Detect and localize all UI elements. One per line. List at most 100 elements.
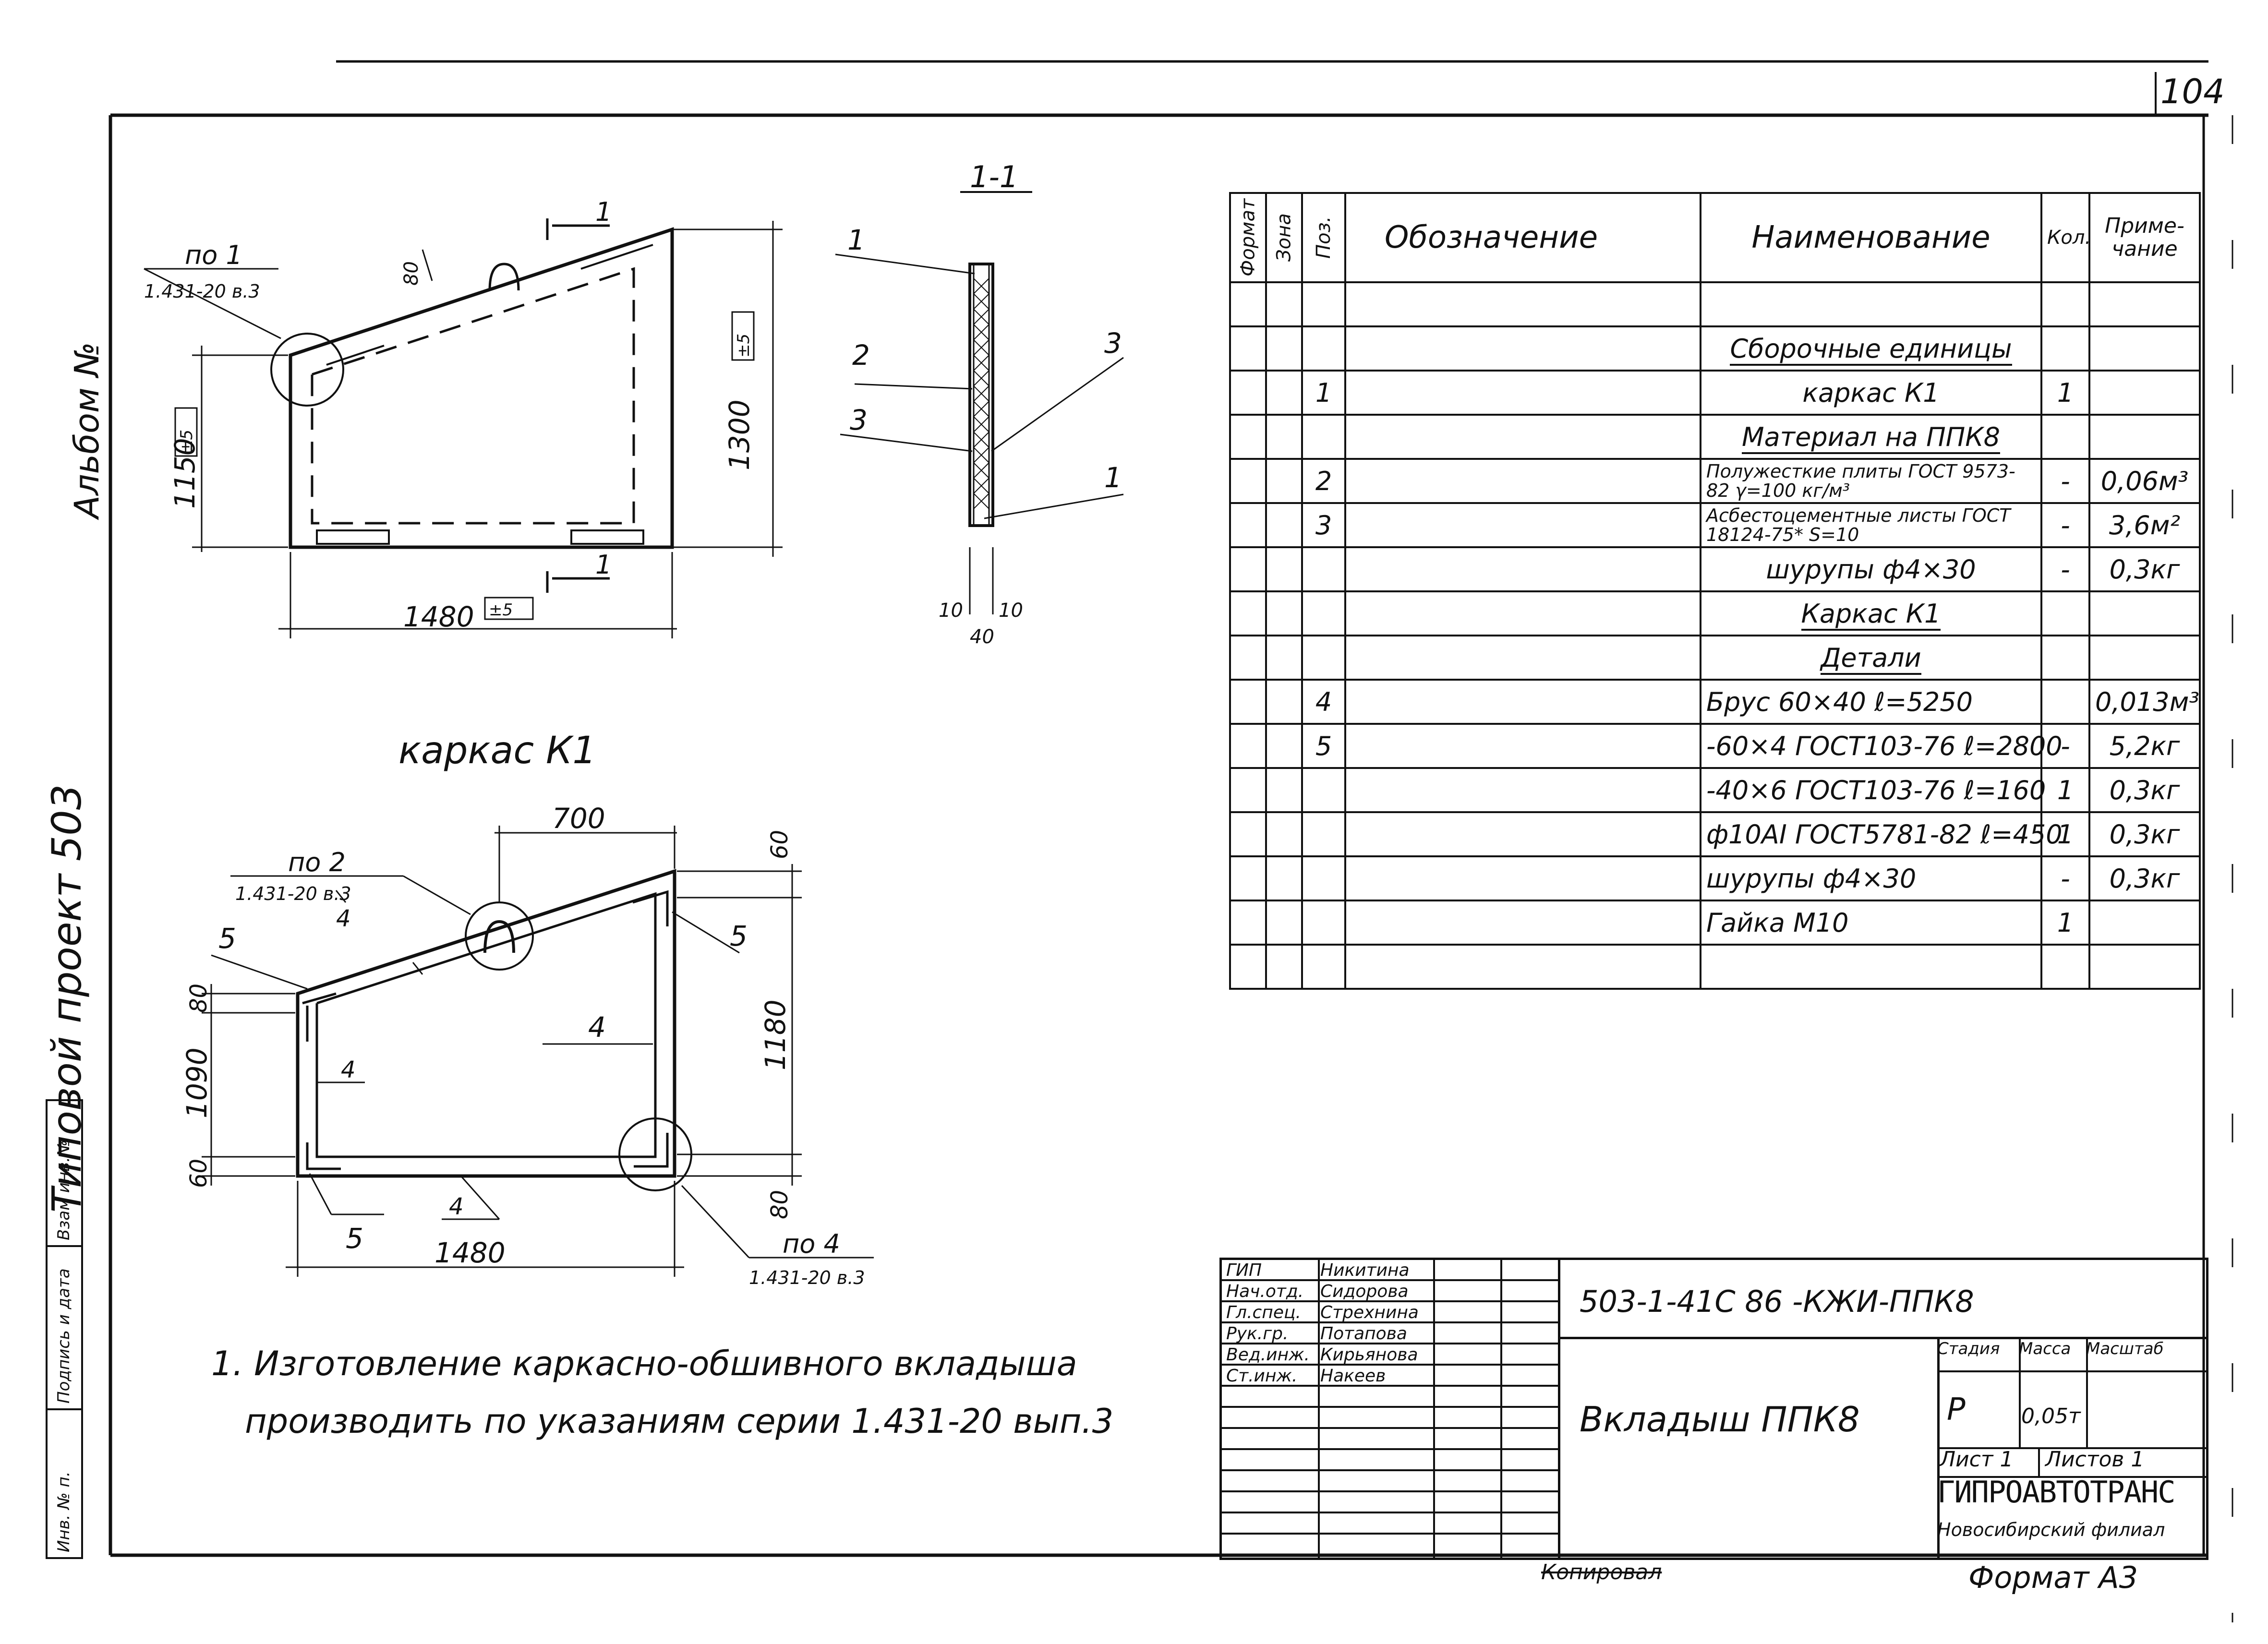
signature-name: Никитина <box>1320 1260 1410 1280</box>
signature-role: Рук.гр. <box>1226 1324 1289 1344</box>
spec-cell-name: Детали <box>1700 635 2042 681</box>
spec-cell-note <box>2088 944 2201 990</box>
signature-row: Нач.отд.Сидорова <box>1224 1282 1436 1301</box>
section-title: 1-1 <box>970 159 1018 194</box>
signature-name: Накеев <box>1320 1366 1386 1386</box>
spec-row: Детали <box>1229 635 2201 681</box>
spec-cell-note: 0,3кг <box>2088 855 2201 901</box>
signature-row: Гл.спец. Стрехнина <box>1224 1303 1436 1322</box>
spec-cell-qty: - <box>2040 458 2090 504</box>
spec-cell-empty <box>1344 723 1701 769</box>
spec-cell-empty <box>1344 458 1701 504</box>
spec-cell-empty <box>1229 546 1267 592</box>
spec-cell-qty: - <box>2040 546 2090 592</box>
spec-cell-name: Асбестоцементные листы ГОСТ 18124-75* S=… <box>1700 502 2042 548</box>
signature-role: Ст.инж. <box>1226 1366 1298 1386</box>
spec-cell-empty <box>1265 414 1303 460</box>
signature-row: Рук.гр.Потапова <box>1224 1324 1436 1344</box>
node-ref-1-sub: 1.431-20 в.3 <box>144 281 260 302</box>
spec-row: шурупы ф4×30-0,3кг <box>1229 546 2201 592</box>
stamp-title: Вкладыш ППК8 <box>1580 1399 1860 1440</box>
dim-hook: 80 <box>400 261 422 286</box>
spec-cell-empty <box>1344 900 1701 946</box>
spec-cell-pos: 4 <box>1301 679 1346 725</box>
mass-label: Масса <box>2019 1339 2071 1358</box>
spec-cell-qty <box>2040 414 2090 460</box>
header-format: Формат <box>1230 193 1266 282</box>
spec-cell-note: 3,6м² <box>2088 502 2201 548</box>
dim-width-tol: ±5 <box>489 600 513 620</box>
note-line-2: производить по указаниям серии 1.431-20 … <box>245 1402 1114 1441</box>
frame-dim-bottom: 1480 <box>434 1236 506 1269</box>
spec-cell-empty <box>1265 325 1303 372</box>
dim-left-tol: ±5 <box>177 430 196 454</box>
side-label-inventory: Инв. № п. <box>54 1471 73 1552</box>
spec-cell-empty <box>1344 281 1701 327</box>
spec-cell-qty: 1 <box>2040 811 2090 857</box>
signature-role: Гл.спец. <box>1226 1303 1301 1322</box>
spec-cell-pos: 1 <box>1301 370 1346 416</box>
spec-cell-empty <box>1229 325 1267 372</box>
spec-cell-empty <box>1265 502 1303 548</box>
specification-table: Формат Зона Поз. Обозначение Наименовани… <box>1229 192 2201 990</box>
signature-name: Сидорова <box>1320 1282 1409 1301</box>
spec-row: Материал на ППК8 <box>1229 414 2201 460</box>
header-note: Приме-чание <box>2088 192 2201 283</box>
spec-cell-name: Брус 60×40 ℓ=5250 <box>1700 679 2042 725</box>
frame-title: каркас К1 <box>398 729 596 772</box>
node-ref-4: по 4 <box>783 1229 840 1259</box>
header-designation: Обозначение <box>1344 192 1701 283</box>
dim-right-height: 1300 <box>723 399 756 470</box>
signature-name: Стрехнина <box>1320 1303 1419 1322</box>
spec-cell-qty <box>2040 944 2090 990</box>
spec-cell-empty <box>1265 900 1303 946</box>
mass-value: 0,05т <box>2021 1404 2081 1428</box>
sheet-label: Лист 1 <box>1940 1447 2014 1472</box>
spec-cell-name: шурупы ф4×30 <box>1700 546 2042 592</box>
spec-cell-empty <box>1229 502 1267 548</box>
header-qty: Кол. <box>2040 192 2091 283</box>
spec-cell-pos <box>1301 635 1346 681</box>
panel-drawing: 1480 ±5 1150 ±5 1300 ±5 80 по 1 1.431-20… <box>144 197 783 638</box>
spec-cell-qty <box>2040 590 2090 636</box>
organization-name: ГИПРОАВТОТРАНС <box>1937 1475 2176 1510</box>
scale-label: Масштаб <box>2086 1339 2164 1358</box>
spec-cell-pos <box>1301 414 1346 460</box>
spec-cell-empty <box>1229 767 1267 813</box>
spec-cell-note <box>2088 370 2201 416</box>
spec-cell-note <box>2088 414 2201 460</box>
spec-cell-empty <box>1265 811 1303 857</box>
spec-cell-qty: - <box>2040 855 2090 901</box>
title-block <box>1219 1258 2208 1560</box>
dim-width: 1480 <box>403 600 474 633</box>
spec-cell-empty <box>1229 855 1267 901</box>
spec-cell-note: 0,06м³ <box>2088 458 2201 504</box>
spec-cell-empty <box>1265 281 1303 327</box>
spec-row: Каркас К1 <box>1229 590 2201 636</box>
spec-cell-note <box>2088 281 2201 327</box>
frame-label-4b: 4 <box>588 1011 606 1044</box>
spec-cell-name: Каркас К1 <box>1700 590 2042 636</box>
spec-row: Сборочные единицы <box>1229 325 2201 372</box>
section-label-1: 1 <box>847 224 865 256</box>
frame-dim-t2: 80 <box>185 984 212 1013</box>
node-ref-2-sub: 1.431-20 в.3 <box>235 883 351 904</box>
spec-cell-empty <box>1229 458 1267 504</box>
frame-label-4d: 4 <box>449 1193 464 1220</box>
branch-name: Новосибирский филиал <box>1937 1519 2165 1540</box>
frame-dim-t4: 80 <box>766 1190 793 1219</box>
spec-cell-empty <box>1344 679 1701 725</box>
spec-cell-empty <box>1344 370 1701 416</box>
frame-label-5b: 5 <box>730 920 748 952</box>
section-mark-bottom: 1 <box>595 550 612 580</box>
spec-cell-empty <box>1344 944 1701 990</box>
signature-name: Кирьянова <box>1320 1345 1418 1365</box>
frame-drawing: каркас К1 <box>181 729 874 1288</box>
spec-cell-empty <box>1265 679 1303 725</box>
stamp-code: 503-1-41С 86 -КЖИ-ППК8 <box>1580 1284 1974 1319</box>
spec-cell-pos: 5 <box>1301 723 1346 769</box>
spec-cell-name: Материал на ППК8 <box>1700 414 2042 460</box>
